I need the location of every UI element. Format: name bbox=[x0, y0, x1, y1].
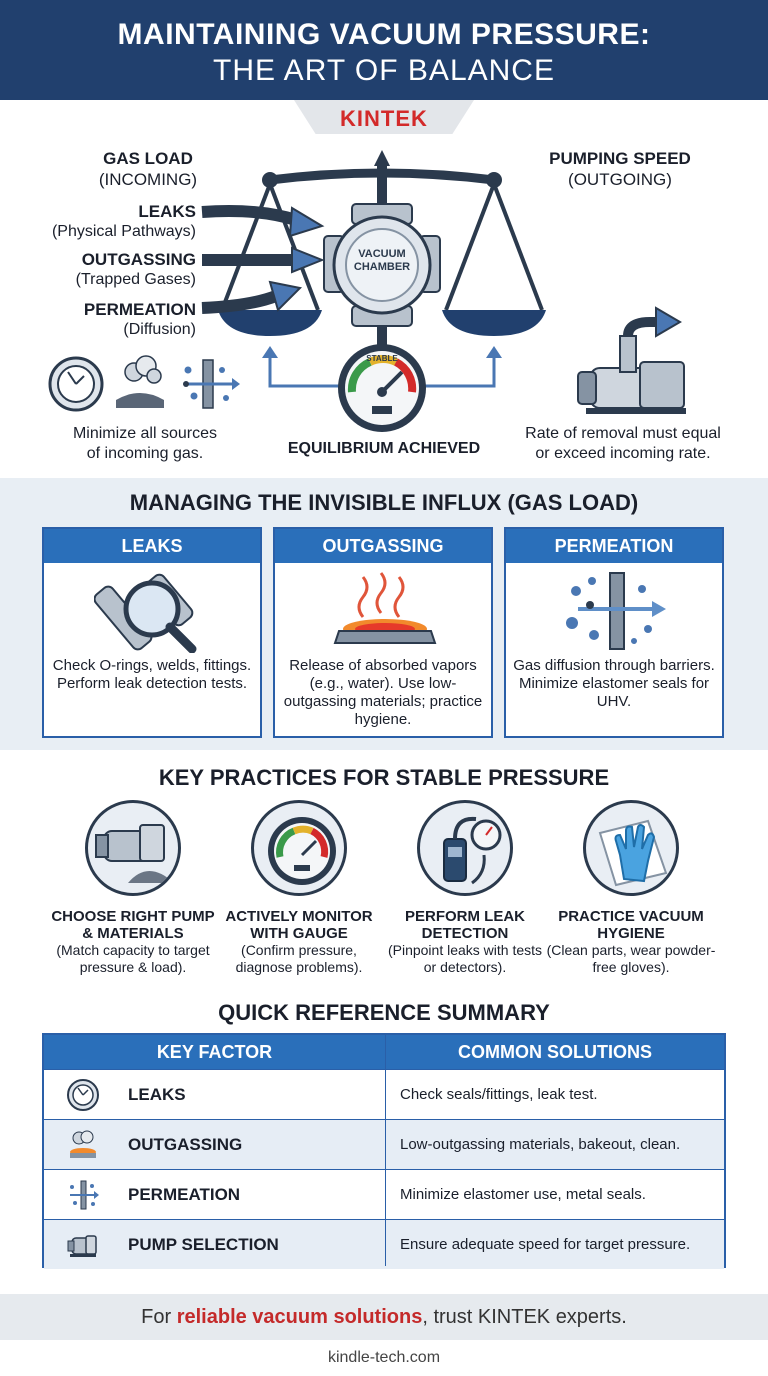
solution-permeation: Minimize elastomer use, metal seals. bbox=[400, 1186, 646, 1203]
card-permeation-text: Gas diffusion through barriers. Minimize… bbox=[513, 657, 715, 710]
balance-scale-illustration bbox=[48, 150, 686, 432]
footer-highlight: reliable vacuum solutions bbox=[176, 1306, 423, 1328]
footer-text-post: , trust KINTEK experts. bbox=[422, 1306, 627, 1328]
card-leaks: LEAKS Check O-rings, welds, fittings. Pe… bbox=[42, 527, 262, 738]
table-row: OUTGASSING Low-outgassing materials, bak… bbox=[44, 1119, 724, 1169]
logo-tab bbox=[294, 100, 474, 134]
summary-title: QUICK REFERENCE SUMMARY bbox=[218, 1000, 550, 1025]
practice-pump-title: CHOOSE RIGHT PUMP & MATERIALS bbox=[51, 908, 215, 942]
solution-leaks: Check seals/fittings, leak test. bbox=[400, 1086, 598, 1103]
practices-title: KEY PRACTICES FOR STABLE PRESSURE bbox=[158, 765, 610, 790]
practice-pump: CHOOSE RIGHT PUMP & MATERIALS (Match cap… bbox=[48, 800, 218, 976]
factor-outgassing: OUTGASSING bbox=[128, 1135, 243, 1154]
practice-leak-detection: PERFORM LEAK DETECTION (Pinpoint leaks w… bbox=[380, 800, 550, 976]
page-subtitle: THE ART OF BALANCE bbox=[213, 54, 555, 87]
factor-leaks: LEAKS bbox=[128, 1085, 186, 1104]
left-caption-line2: of incoming gas. bbox=[86, 445, 204, 462]
equilibrium-caption: EQUILIBRIUM ACHIEVED bbox=[287, 440, 481, 457]
column-divider bbox=[385, 1035, 386, 1266]
permeation-icon bbox=[70, 1180, 99, 1210]
col-key-factor: KEY FACTOR bbox=[44, 1035, 385, 1069]
page-title: MAINTAINING VACUUM PRESSURE: bbox=[117, 18, 651, 51]
magnifier-pipe-icon bbox=[94, 573, 197, 653]
practice-monitor-desc: (Confirm pressure, diagnose problems). bbox=[235, 942, 363, 975]
header-banner: MAINTAINING VACUUM PRESSURE: THE ART OF … bbox=[0, 0, 768, 102]
summary-table: KEY FACTOR COMMON SOLUTIONS LEAKS Check … bbox=[42, 1033, 726, 1269]
practice-hygiene-desc: (Clean parts, wear powder-free gloves). bbox=[546, 942, 716, 975]
factor-pump-selection: PUMP SELECTION bbox=[128, 1235, 279, 1254]
permeation-diffusion-icon bbox=[566, 572, 666, 650]
practice-hygiene-title: PRACTICE VACUUM HYGIENE bbox=[558, 908, 704, 942]
chamber-label-line2: CHAMBER bbox=[353, 261, 411, 273]
gas-load-title: GAS LOAD bbox=[103, 149, 193, 168]
footer-text-pre: For bbox=[141, 1306, 177, 1328]
left-caption: Minimize all sources of incoming gas. bbox=[40, 424, 250, 464]
card-leaks-title: LEAKS bbox=[44, 529, 260, 563]
outgassing-icon bbox=[70, 1130, 96, 1158]
leak-detector-icon bbox=[417, 800, 513, 896]
source-outgassing-desc: (Trapped Gases) bbox=[75, 271, 196, 288]
gauge-icon bbox=[251, 800, 347, 896]
source-permeation-desc: (Diffusion) bbox=[123, 321, 196, 338]
practice-leak-title: PERFORM LEAK DETECTION bbox=[405, 908, 525, 942]
practice-pump-desc: (Match capacity to target pressure & loa… bbox=[56, 942, 210, 975]
gas-load-subtitle: (INCOMING) bbox=[98, 170, 198, 189]
left-caption-line1: Minimize all sources bbox=[72, 425, 218, 442]
source-leaks-name: LEAKS bbox=[138, 202, 196, 221]
pump-icon bbox=[67, 1235, 97, 1257]
pumping-speed-title: PUMPING SPEED bbox=[549, 149, 691, 168]
right-caption-line2: or exceed incoming rate. bbox=[535, 445, 711, 462]
footer-banner: For reliable vacuum solutions, trust KIN… bbox=[0, 1294, 768, 1340]
card-permeation: PERMEATION Gas diffusion through barrier… bbox=[504, 527, 724, 738]
pumping-speed-label: PUMPING SPEED (OUTGOING) bbox=[520, 148, 720, 190]
source-outgassing-name: OUTGASSING bbox=[81, 250, 196, 269]
gauge-icon bbox=[67, 1079, 99, 1111]
col-common-solutions: COMMON SOLUTIONS bbox=[386, 1035, 724, 1069]
gas-load-label: GAS LOAD (INCOMING) bbox=[68, 148, 228, 190]
kintek-logo: KINTEK bbox=[340, 106, 428, 131]
influx-title: MANAGING THE INVISIBLE INFLUX (GAS LOAD) bbox=[129, 490, 639, 515]
source-leaks-desc: (Physical Pathways) bbox=[51, 223, 196, 240]
table-row: LEAKS Check seals/fittings, leak test. bbox=[44, 1069, 724, 1119]
practice-leak-desc: (Pinpoint leaks with tests or detectors)… bbox=[387, 942, 543, 975]
balance-section: GAS LOAD (INCOMING) PUMPING SPEED (OUTGO… bbox=[0, 100, 768, 475]
website-link[interactable]: kindle-tech.com bbox=[0, 1340, 768, 1376]
factor-permeation: PERMEATION bbox=[128, 1185, 241, 1204]
chamber-label-line1: VACUUM bbox=[358, 248, 406, 260]
card-outgassing-text: Release of absorbed vapors (e.g., water)… bbox=[283, 657, 483, 728]
card-permeation-title: PERMEATION bbox=[506, 529, 722, 563]
outgassing-heat-icon bbox=[333, 572, 437, 644]
solution-outgassing: Low-outgassing materials, bakeout, clean… bbox=[400, 1136, 681, 1153]
table-row: PERMEATION Minimize elastomer use, metal… bbox=[44, 1169, 724, 1219]
card-outgassing-title: OUTGASSING bbox=[275, 529, 491, 563]
source-permeation: PERMEATION (Diffusion) bbox=[30, 300, 196, 340]
source-outgassing: OUTGASSING (Trapped Gases) bbox=[30, 250, 196, 290]
vacuum-chamber-label: VACUUM CHAMBER bbox=[342, 248, 422, 274]
glove-icon bbox=[583, 800, 679, 896]
source-leaks: LEAKS (Physical Pathways) bbox=[30, 202, 196, 242]
card-leaks-text: Check O-rings, welds, fittings. Perform … bbox=[52, 657, 252, 692]
practice-hygiene: PRACTICE VACUUM HYGIENE (Clean parts, we… bbox=[546, 800, 716, 976]
right-caption-line1: Rate of removal must equal bbox=[525, 425, 721, 442]
right-caption: Rate of removal must equal or exceed inc… bbox=[510, 424, 736, 464]
solution-pump-selection: Ensure adequate speed for target pressur… bbox=[400, 1236, 691, 1253]
table-row: PUMP SELECTION Ensure adequate speed for… bbox=[44, 1219, 724, 1269]
pump-icon bbox=[85, 800, 181, 896]
practice-monitor: ACTIVELY MONITOR WITH GAUGE (Confirm pre… bbox=[214, 800, 384, 976]
card-outgassing: OUTGASSING Release of absorbed vapors (e… bbox=[273, 527, 493, 738]
pumping-speed-subtitle: (OUTGOING) bbox=[568, 170, 672, 189]
source-permeation-name: PERMEATION bbox=[83, 300, 196, 319]
gauge-stable-label: STABLE bbox=[366, 354, 398, 363]
practice-monitor-title: ACTIVELY MONITOR WITH GAUGE bbox=[225, 908, 373, 942]
